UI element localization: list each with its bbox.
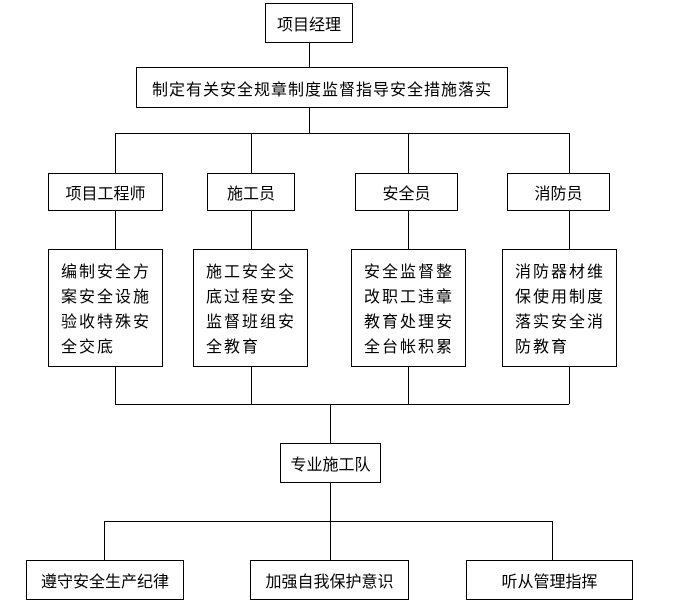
rule-box: 听从管理指挥: [466, 560, 633, 600]
team-label: 专业施工队: [290, 455, 371, 474]
connector: [104, 521, 105, 560]
connector: [251, 366, 252, 404]
duties-box-safety: 安全监督整改职工违章教育处理安全台帐积累: [351, 249, 466, 367]
connector: [251, 210, 252, 250]
rule-label: 遵守安全生产纪律: [40, 572, 169, 591]
manager-label: 项目经理: [276, 15, 341, 34]
role-box-constructor: 施工员: [207, 173, 295, 211]
role-box-engineer: 项目工程师: [48, 173, 163, 211]
connector: [330, 482, 331, 521]
manager-box: 项目经理: [265, 3, 353, 43]
policy-label: 制定有关安全规章制度监督指导安全措施落实: [151, 79, 492, 99]
role-title: 安全员: [382, 184, 431, 203]
role-title: 消防员: [534, 184, 583, 203]
role-title: 施工员: [226, 184, 275, 203]
connector: [309, 42, 310, 67]
connector: [115, 404, 569, 405]
rule-box: 加强自我保护意识: [250, 560, 409, 600]
connector: [330, 521, 331, 560]
duties-text: 编制安全方案安全设施验收特殊安全交底: [61, 262, 152, 356]
connector: [115, 133, 569, 134]
connector: [569, 366, 570, 404]
team-box: 专业施工队: [280, 443, 381, 483]
connector: [569, 210, 570, 250]
duties-text: 施工安全交底过程安全监督班组安全教育: [206, 262, 297, 356]
connector: [408, 133, 409, 173]
duties-text: 消防器材维保使用制度落实安全消防教育: [515, 262, 606, 356]
connector: [115, 366, 116, 404]
connector: [408, 366, 409, 404]
connector: [251, 133, 252, 173]
connector: [104, 521, 552, 522]
connector: [569, 133, 570, 173]
connector: [408, 210, 409, 250]
connector: [115, 133, 116, 173]
role-box-fire: 消防员: [507, 173, 610, 211]
role-title: 项目工程师: [65, 184, 146, 203]
connector: [309, 108, 310, 133]
policy-box: 制定有关安全规章制度监督指导安全措施落实: [136, 67, 508, 108]
duties-box-engineer: 编制安全方案安全设施验收特殊安全交底: [48, 249, 163, 367]
role-box-safety: 安全员: [355, 173, 458, 211]
rule-box: 遵守安全生产纪律: [26, 560, 184, 600]
connector: [330, 404, 331, 444]
connector: [115, 210, 116, 250]
rule-label: 加强自我保护意识: [265, 572, 394, 591]
duties-text: 安全监督整改职工违章教育处理安全台帐积累: [364, 262, 455, 356]
rule-label: 听从管理指挥: [501, 572, 598, 591]
duties-box-constructor: 施工安全交底过程安全监督班组安全教育: [193, 249, 308, 367]
connector: [552, 521, 553, 560]
duties-box-fire: 消防器材维保使用制度落实安全消防教育: [502, 249, 617, 367]
